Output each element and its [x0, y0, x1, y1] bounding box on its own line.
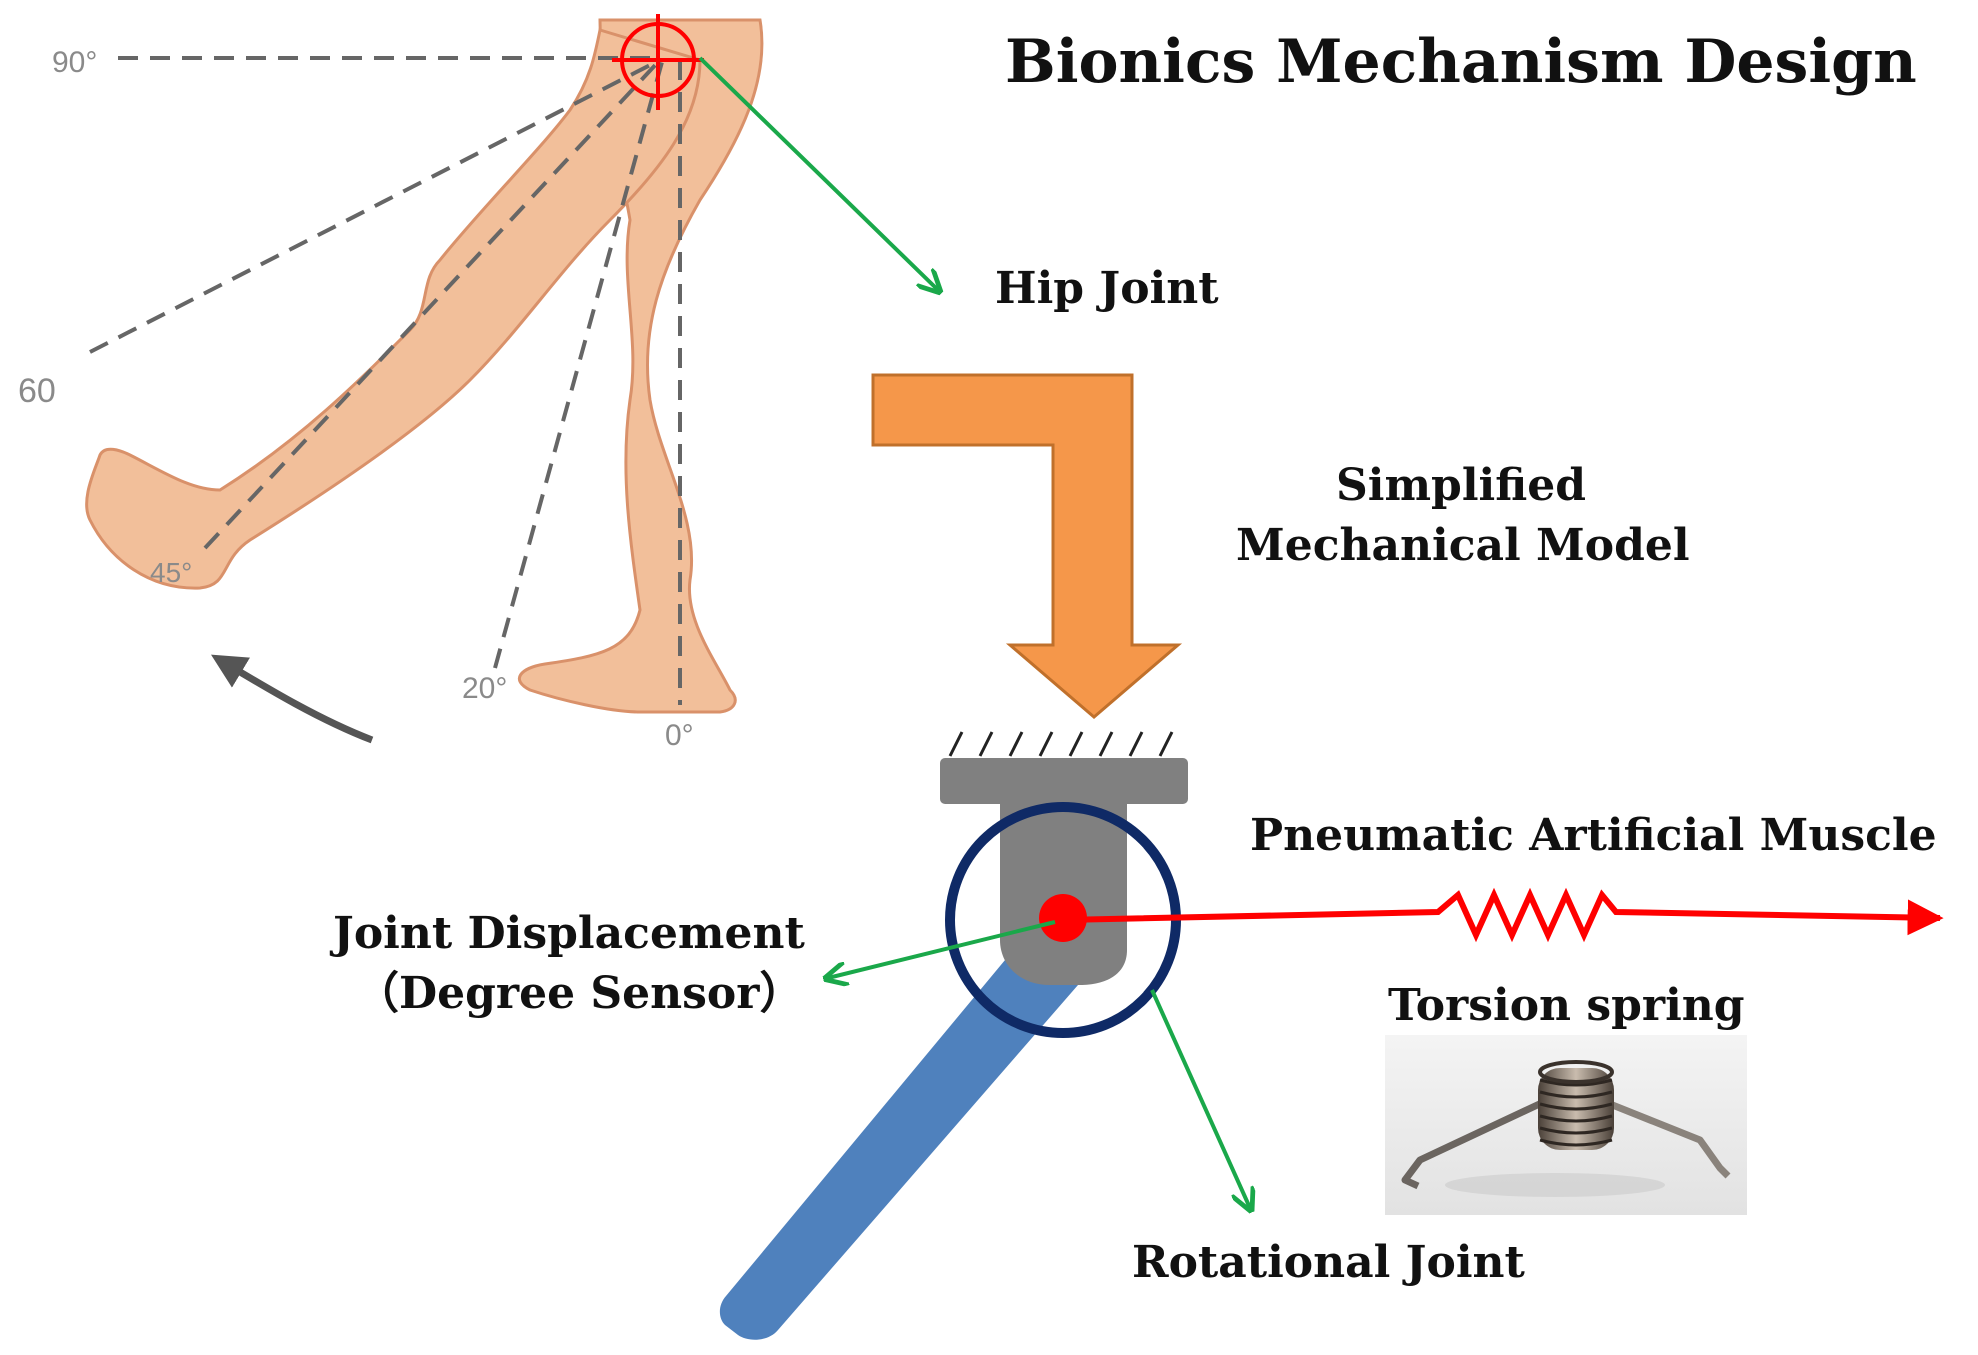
angle-60-label: 60: [18, 372, 56, 410]
standing-leg: [517, 18, 764, 714]
page-title: Bionics Mechanism Design: [1005, 27, 1917, 97]
angle-45-label: 45°: [150, 557, 192, 588]
thigh-link: [719, 948, 1078, 1340]
leg-illustration: 90° 60 45° 20° 0°: [18, 14, 764, 752]
pam-spring: [1062, 887, 1944, 943]
simplified-label-line2: Mechanical Model: [1236, 520, 1690, 571]
joint-displacement-label-line2: （Degree Sensor）: [355, 968, 803, 1019]
angle-90-label: 90°: [52, 46, 97, 79]
mechanical-model: [719, 731, 1188, 1340]
hip-joint-label: Hip Joint: [995, 263, 1219, 314]
rotational-joint-label: Rotational Joint: [1132, 1237, 1526, 1288]
joint-displacement-label-line1: Joint Displacement: [329, 908, 805, 959]
rotational-joint-pointer: [1150, 989, 1250, 1208]
joint-displacement-pointer: [828, 920, 1056, 978]
line-20: [493, 61, 664, 669]
hip-joint-pointer: [698, 56, 938, 290]
swinging-leg: [85, 28, 702, 590]
line-60: [89, 58, 661, 354]
hip-target-icon: [612, 14, 704, 110]
pam-label: Pneumatic Artificial Muscle: [1250, 810, 1937, 861]
angle-20-label: 20°: [462, 672, 507, 705]
angle-0-label: 0°: [665, 719, 694, 752]
swing-direction-arrow: [210, 654, 374, 744]
fixed-base: [940, 758, 1188, 804]
simplified-label-line1: Simplified: [1336, 460, 1586, 511]
torsion-spring-label: Torsion spring: [1388, 980, 1745, 1031]
pam-actuator: [1062, 887, 1944, 943]
torsion-spring-photo: [1385, 1035, 1747, 1215]
simplification-arrow: [871, 373, 1183, 719]
ground-hatch: [948, 731, 1174, 757]
line-45: [203, 58, 662, 550]
